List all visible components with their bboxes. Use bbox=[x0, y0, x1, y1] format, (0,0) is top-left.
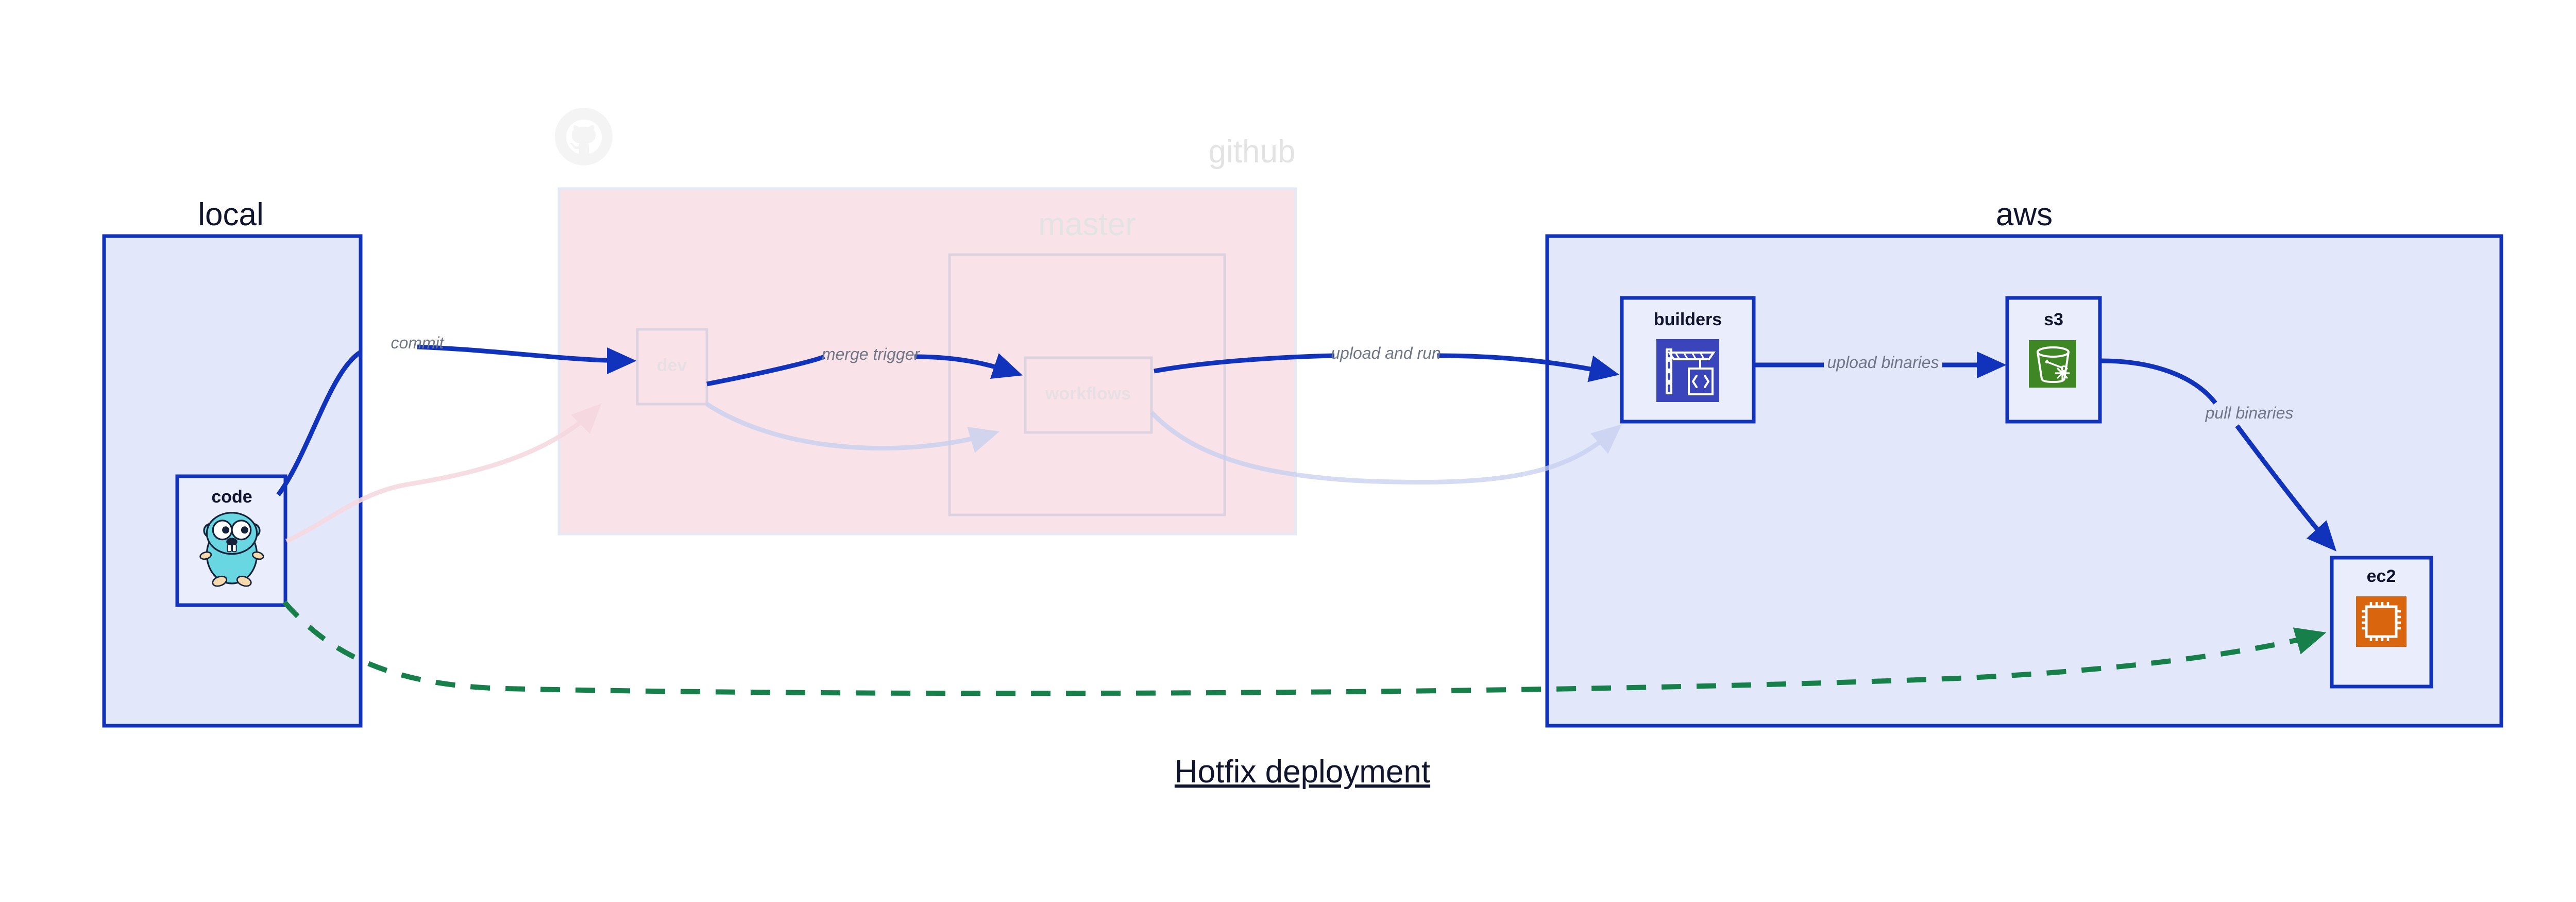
cluster-aws[interactable]: aws builders s3 bbox=[1545, 197, 2503, 728]
github-octocat-icon bbox=[555, 108, 613, 165]
cluster-github-label: github bbox=[1209, 134, 1296, 170]
node-code[interactable]: code bbox=[175, 474, 287, 607]
active-edges: commit merge trigger upload and run uplo… bbox=[276, 333, 2337, 696]
node-workflows-box bbox=[1024, 356, 1153, 434]
cluster-github[interactable]: github master dev workflows bbox=[555, 108, 1297, 536]
cluster-aws-label: aws bbox=[1996, 197, 2053, 232]
go-gopher-icon bbox=[199, 512, 264, 587]
cluster-local[interactable]: local code bbox=[102, 197, 363, 728]
aws-s3-glacier-icon bbox=[2029, 340, 2076, 388]
edge-pullbin-bottom bbox=[2235, 424, 2337, 552]
edge-commit-right bbox=[417, 344, 637, 375]
cluster-local-label: local bbox=[198, 197, 264, 232]
aws-codebuild-icon bbox=[1656, 339, 1719, 402]
diagram-title: Hotfix deployment bbox=[1175, 754, 1430, 790]
aws-ec2-icon bbox=[2356, 596, 2406, 647]
edge-dev-to-workflows-faded bbox=[705, 402, 1000, 453]
node-workflows[interactable]: workflows bbox=[1024, 356, 1153, 434]
edge-merge-left bbox=[706, 354, 825, 387]
edge-label-upload-and-run: upload and run bbox=[1331, 344, 1441, 362]
node-dev[interactable]: dev bbox=[636, 328, 708, 406]
node-ec2-label: ec2 bbox=[2367, 566, 2396, 586]
node-ec2[interactable]: ec2 bbox=[2330, 556, 2433, 689]
edge-hotfix-dashed bbox=[282, 600, 2327, 696]
subcluster-master-label: master bbox=[1038, 207, 1136, 242]
node-s3-label: s3 bbox=[2044, 310, 2063, 329]
edge-label-upload-binaries: upload binaries bbox=[1827, 353, 1939, 372]
edge-label-merge-trigger: merge trigger bbox=[822, 345, 921, 363]
edge-pullbin-top bbox=[2100, 358, 2217, 405]
edge-commit-left bbox=[276, 350, 362, 496]
node-dev-label: dev bbox=[657, 356, 687, 375]
faded-edges bbox=[285, 402, 1622, 544]
edge-merge-right bbox=[914, 353, 1023, 379]
node-s3[interactable]: s3 bbox=[2005, 296, 2102, 424]
node-workflows-label: workflows bbox=[1045, 384, 1131, 404]
edge-uploadrun-left bbox=[1154, 353, 1335, 374]
edge-uploadrun-right bbox=[1437, 353, 1620, 382]
node-builders[interactable]: builders bbox=[1620, 296, 1756, 424]
edge-label-commit: commit bbox=[391, 333, 444, 352]
node-builders-label: builders bbox=[1654, 310, 1722, 329]
edge-workflows-to-builders-faded bbox=[1149, 410, 1622, 485]
edge-code-to-dev-faded bbox=[285, 403, 602, 544]
edge-label-pull-binaries: pull binaries bbox=[2205, 404, 2294, 422]
node-dev-box bbox=[636, 328, 708, 406]
node-code-label: code bbox=[211, 487, 252, 507]
